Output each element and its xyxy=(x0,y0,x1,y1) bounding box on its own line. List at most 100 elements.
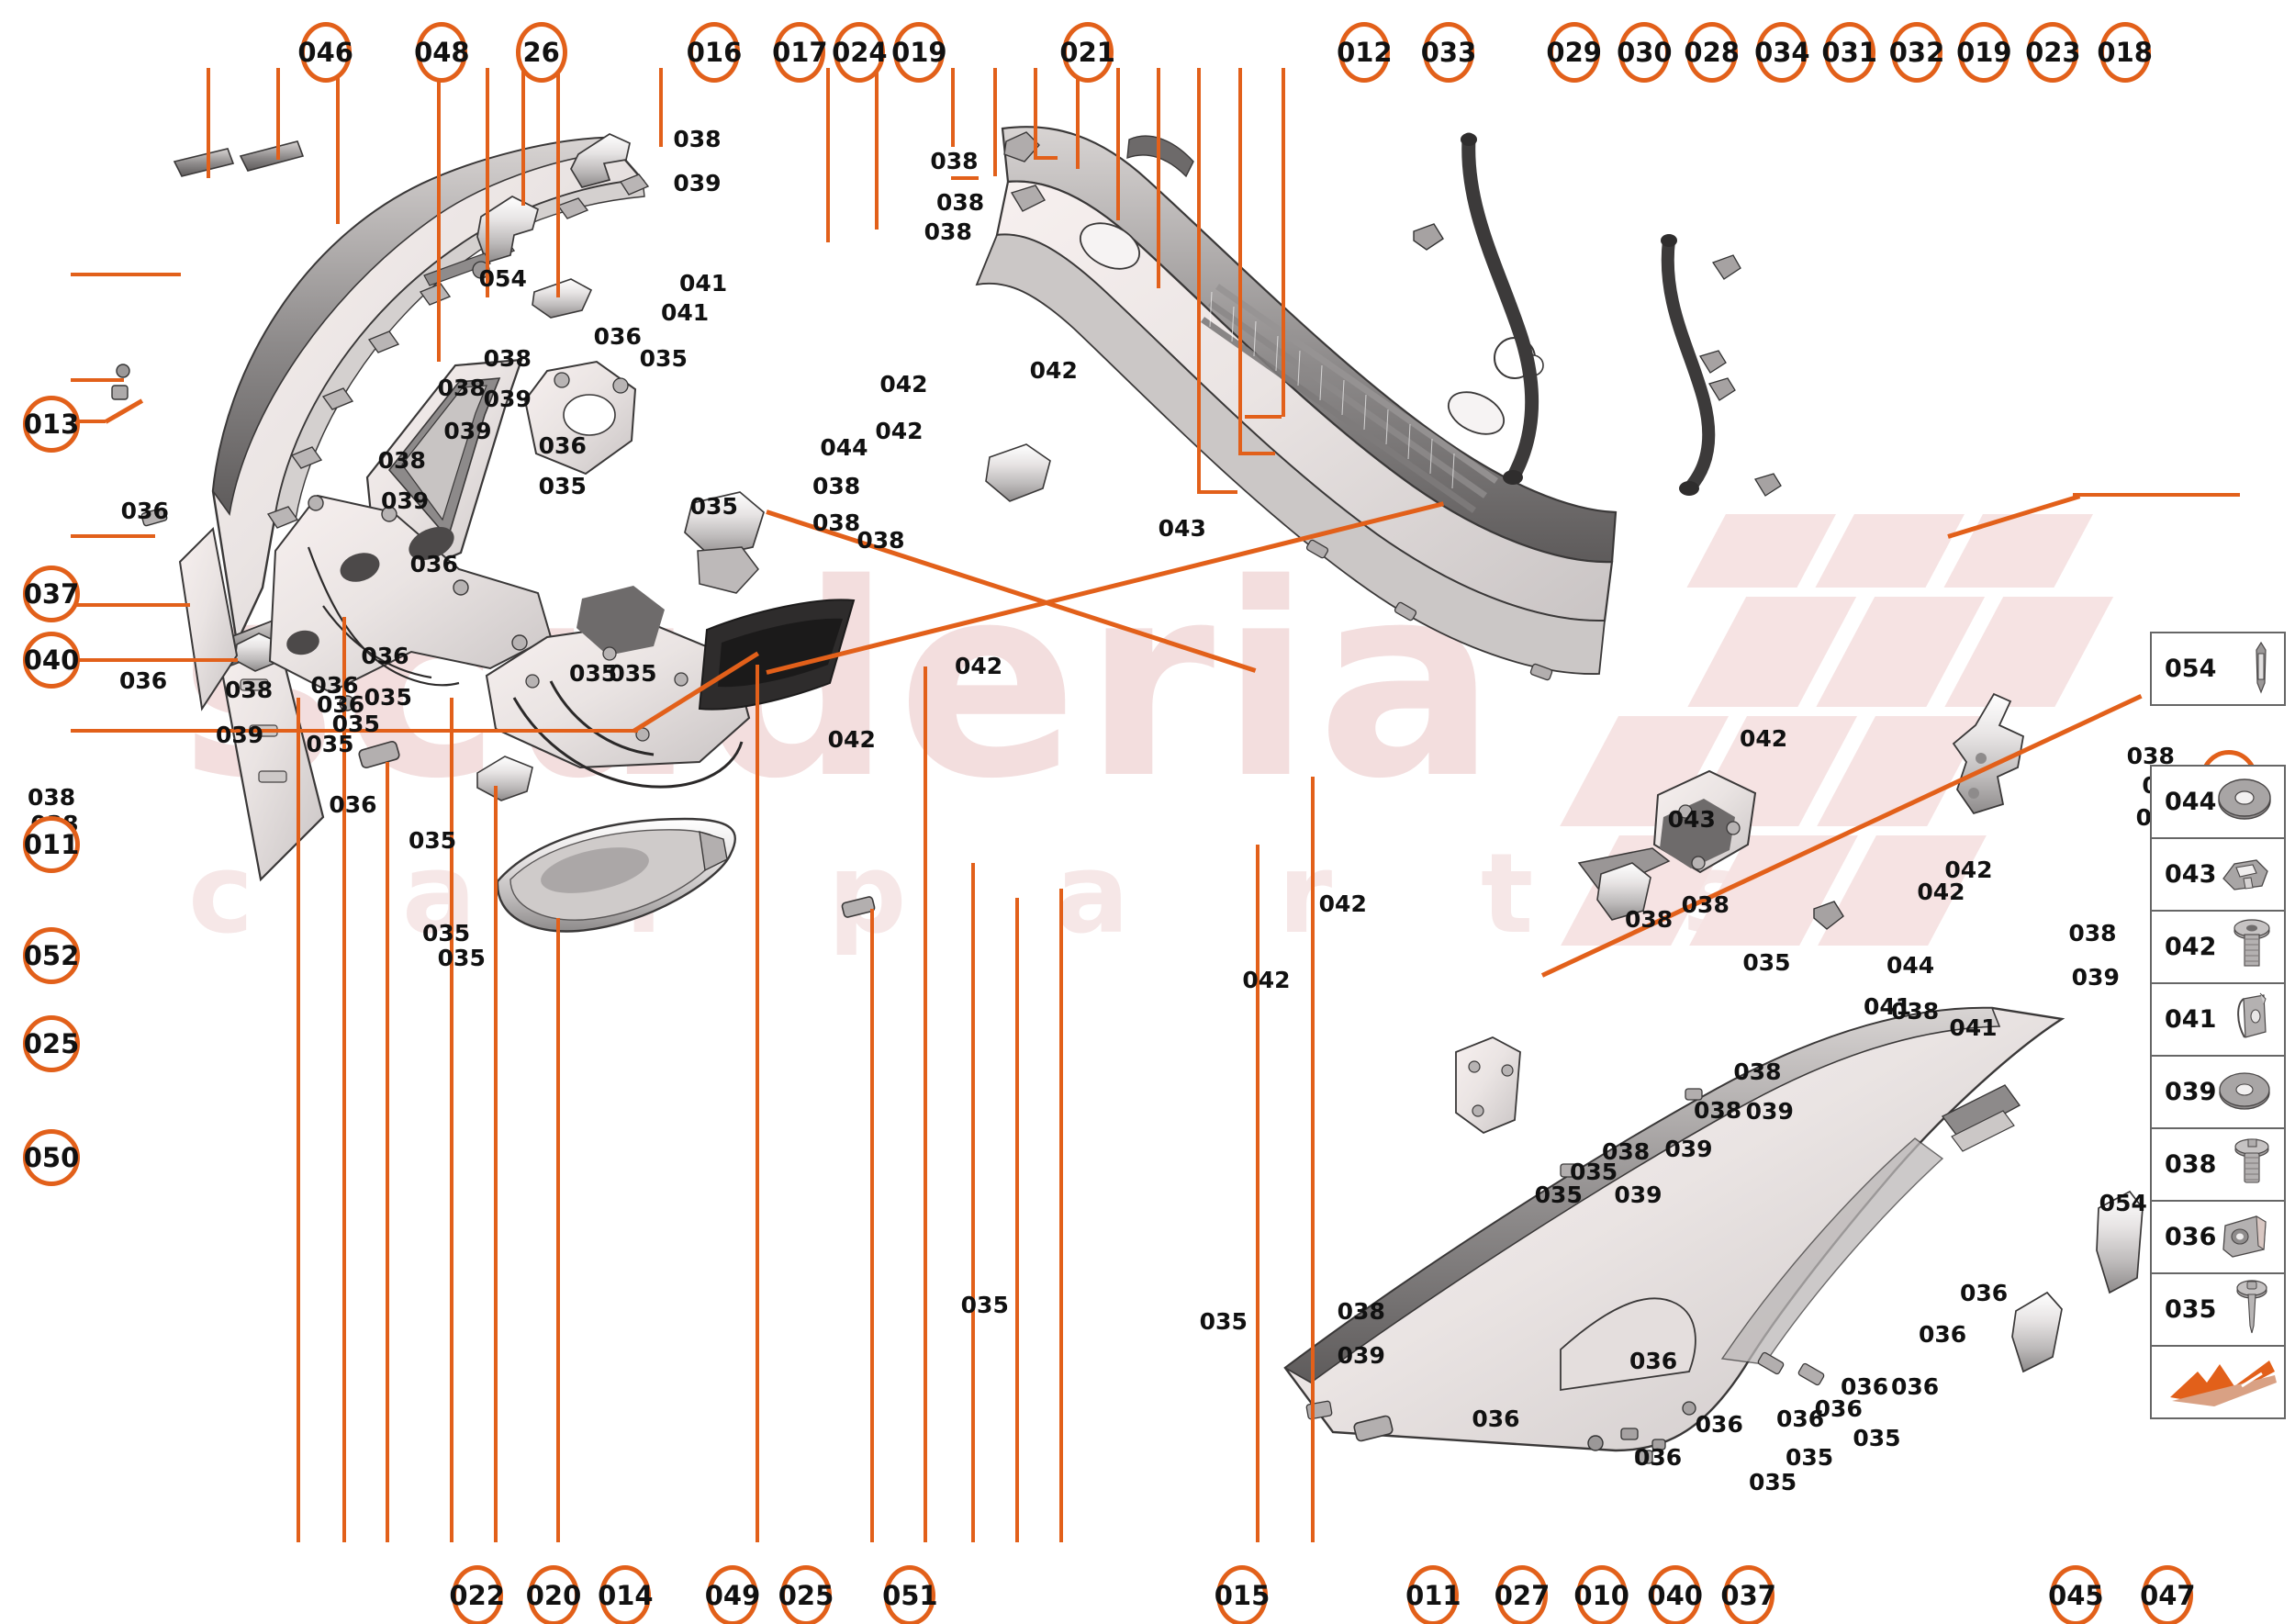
part-number-label: 035 xyxy=(1534,1181,1583,1208)
callout-left-050[interactable]: 050 xyxy=(23,1129,80,1187)
callout-top-017[interactable]: 017 xyxy=(772,22,828,84)
leader-025l xyxy=(71,658,238,662)
part-number-label: 038 xyxy=(377,447,426,475)
callout-top-034[interactable]: 034 xyxy=(1754,22,1810,84)
part-number-label: 039 xyxy=(2071,964,2120,991)
leader-037b xyxy=(1059,889,1063,1542)
callout-bottom-015[interactable]: 015 xyxy=(1215,1564,1270,1624)
leader-029-jog xyxy=(951,176,979,180)
checkered-flag-watermark xyxy=(1560,514,2114,946)
speed-nut-plate-icon xyxy=(2216,1213,2273,1262)
legend-footer[interactable] xyxy=(2150,1345,2286,1419)
leader-021 xyxy=(659,68,663,147)
part-number-label: 036 xyxy=(1891,1372,1940,1400)
part-number-label: 039 xyxy=(673,169,722,196)
leader-019b xyxy=(1197,68,1201,492)
callout-bottom-045[interactable]: 045 xyxy=(2048,1564,2104,1624)
callout-top-023[interactable]: 023 xyxy=(2025,22,2081,84)
callout-top-030[interactable]: 030 xyxy=(1617,22,1673,84)
callout-bottom-047[interactable]: 047 xyxy=(2140,1564,2196,1624)
leader-018-jog xyxy=(1245,415,1282,419)
leader-046 xyxy=(207,68,210,178)
part-number-label: 035 xyxy=(1742,949,1791,977)
leader-023 xyxy=(1238,68,1242,454)
legend-item-041[interactable]: 041 xyxy=(2150,982,2286,1057)
callout-bottom-049[interactable]: 049 xyxy=(705,1564,760,1624)
leader-028 xyxy=(1034,68,1037,158)
callout-left-037[interactable]: 037 xyxy=(23,565,80,622)
checkered-flag-arrow-icon xyxy=(2166,1355,2277,1410)
legend-item-038[interactable]: 038 xyxy=(2150,1127,2286,1202)
callout-top-26[interactable]: 26 xyxy=(515,22,567,84)
callout-left-011[interactable]: 011 xyxy=(23,816,80,874)
leader-037 xyxy=(71,378,124,382)
callout-left-040[interactable]: 040 xyxy=(23,632,80,689)
legend-number: 036 xyxy=(2165,1223,2217,1251)
callout-top-012[interactable]: 012 xyxy=(1337,22,1393,84)
callout-left-052[interactable]: 052 xyxy=(23,926,80,984)
callout-top-019[interactable]: 019 xyxy=(1956,22,2012,84)
callout-bottom-020[interactable]: 020 xyxy=(526,1564,581,1624)
part-number-label: 038 xyxy=(930,147,979,174)
legend-item-036[interactable]: 036 xyxy=(2150,1200,2286,1274)
legend-item-043[interactable]: 043 xyxy=(2150,837,2286,912)
part-number-label: 035 xyxy=(1853,1424,1901,1451)
part-number-label: 042 xyxy=(827,726,876,754)
callout-bottom-010[interactable]: 010 xyxy=(1573,1564,1629,1624)
legend-item-039[interactable]: 039 xyxy=(2150,1055,2286,1129)
callout-bottom-011[interactable]: 011 xyxy=(1405,1564,1461,1624)
callout-top-018[interactable]: 018 xyxy=(2097,22,2153,84)
leader-033 xyxy=(875,68,879,230)
callout-top-048[interactable]: 048 xyxy=(414,22,470,84)
callout-top-032[interactable]: 032 xyxy=(1889,22,1944,84)
part-number-label: 035 xyxy=(538,472,587,499)
watermark-sub: c a r p a r t s xyxy=(188,831,1803,958)
leader-028-jog xyxy=(1034,156,1058,160)
callout-top-016[interactable]: 016 xyxy=(687,22,742,84)
part-number-label: 054 xyxy=(2099,1190,2147,1217)
callout-left-013[interactable]: 013 xyxy=(23,395,80,453)
leader-032 xyxy=(1157,68,1160,288)
callout-top-031[interactable]: 031 xyxy=(1821,22,1877,84)
callout-bottom-040[interactable]: 040 xyxy=(1647,1564,1703,1624)
callout-bottom-037[interactable]: 037 xyxy=(1720,1564,1776,1624)
legend-item-044[interactable]: 044 xyxy=(2150,765,2286,839)
leader-040-diag xyxy=(104,398,144,424)
leader-015 xyxy=(756,665,759,1542)
part-number-label: 038 xyxy=(936,188,985,216)
callout-bottom-051[interactable]: 051 xyxy=(882,1564,938,1624)
legend-number: 043 xyxy=(2165,860,2217,889)
legend-item-054[interactable]: 054 xyxy=(2150,632,2286,706)
part-number-label: 036 xyxy=(1695,1411,1743,1439)
callout-bottom-022[interactable]: 022 xyxy=(449,1564,505,1624)
callout-left-025[interactable]: 025 xyxy=(23,1015,80,1073)
legend-number: 035 xyxy=(2165,1295,2217,1324)
callout-bottom-025[interactable]: 025 xyxy=(778,1564,834,1624)
callout-bottom-014[interactable]: 014 xyxy=(598,1564,654,1624)
part-number-label: 038 xyxy=(856,527,905,554)
leader-017t xyxy=(486,68,489,297)
part-number-label: 038 xyxy=(1681,891,1730,919)
part-number-label: 042 xyxy=(1740,724,1788,752)
part-number-label: 036 xyxy=(1960,1280,2009,1307)
callout-bottom-027[interactable]: 027 xyxy=(1495,1564,1550,1624)
callout-top-019[interactable]: 019 xyxy=(891,22,947,84)
leader-016 xyxy=(437,68,441,362)
washer-large-icon xyxy=(2216,778,2273,826)
callout-top-021[interactable]: 021 xyxy=(1059,22,1115,84)
part-number-label: 038 xyxy=(924,218,972,245)
callout-top-029[interactable]: 029 xyxy=(1546,22,1602,84)
part-number-label: 036 xyxy=(1634,1443,1683,1471)
legend-item-042[interactable]: 042 xyxy=(2150,910,2286,984)
legend-item-035[interactable]: 035 xyxy=(2150,1272,2286,1347)
leader-019b-jog xyxy=(1197,490,1237,494)
callout-top-024[interactable]: 024 xyxy=(832,22,888,84)
callout-top-028[interactable]: 028 xyxy=(1684,22,1740,84)
callout-top-046[interactable]: 046 xyxy=(297,22,353,84)
part-number-label: 042 xyxy=(1917,878,1965,905)
flanged-torx-screw-icon xyxy=(2231,1137,2273,1193)
callout-top-033[interactable]: 033 xyxy=(1421,22,1476,84)
part-number-label: 036 xyxy=(120,497,169,524)
